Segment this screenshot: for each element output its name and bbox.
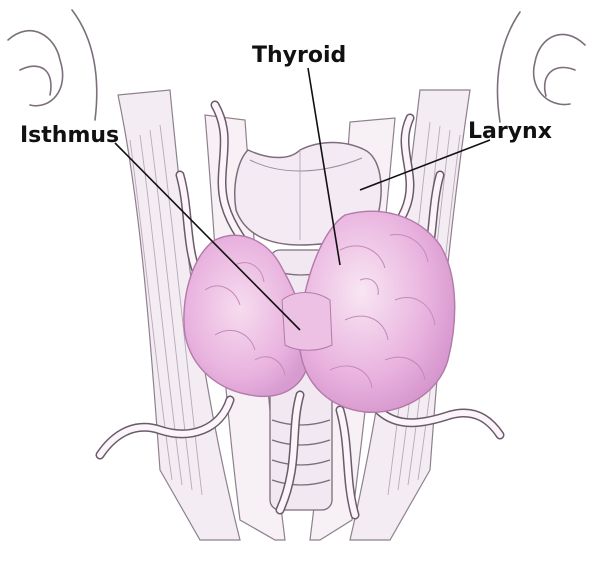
isthmus-label: Isthmus <box>20 123 119 148</box>
thyroid-label: Thyroid <box>252 43 346 68</box>
larynx-label: Larynx <box>468 119 552 144</box>
thyroid-isthmus <box>282 293 332 351</box>
